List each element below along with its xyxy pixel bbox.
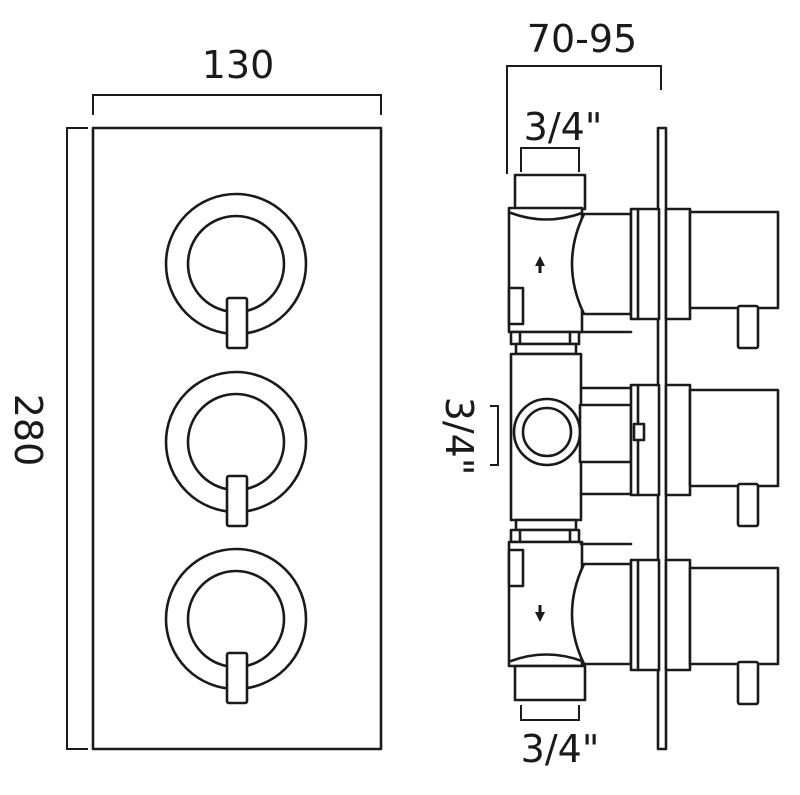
width-dimension: 130 bbox=[92, 43, 382, 115]
top-inlet-nut bbox=[513, 173, 587, 211]
bottom-port-label: 3/4" bbox=[521, 727, 600, 771]
depth-dimension: 70-95 bbox=[506, 17, 662, 174]
valve-body bbox=[507, 173, 587, 702]
bottom-port-dimension: 3/4" bbox=[520, 705, 600, 771]
handle-body-middle bbox=[688, 388, 780, 488]
top-port-dimension: 3/4" bbox=[520, 105, 603, 172]
handle-body-top bbox=[688, 210, 780, 310]
arrow-up-icon bbox=[535, 256, 545, 273]
handle-body-bottom bbox=[688, 566, 780, 666]
front-view: 130 280 bbox=[6, 43, 383, 751]
lower-side-tab bbox=[507, 548, 525, 588]
top-port-label: 3/4" bbox=[524, 105, 603, 149]
faceplate bbox=[91, 126, 383, 751]
control-knob-middle bbox=[164, 370, 308, 528]
control-knob-bottom bbox=[164, 547, 308, 705]
width-label: 130 bbox=[202, 43, 275, 87]
middle-port-dimension: 3/4" bbox=[437, 397, 499, 476]
side-view: 70-95 3/4" 3/4" 3/4" bbox=[437, 17, 780, 771]
arrow-down-icon bbox=[535, 605, 545, 622]
bottom-outlet-nut bbox=[513, 664, 587, 702]
lever-handle-bottom bbox=[225, 651, 249, 705]
height-dimension: 280 bbox=[6, 127, 88, 750]
cartridge-bottom bbox=[570, 558, 780, 706]
mounting-frame bbox=[579, 330, 633, 546]
upper-side-tab bbox=[507, 286, 525, 326]
lever-side-bottom bbox=[736, 660, 760, 706]
cartridge-top bbox=[570, 207, 780, 350]
height-label: 280 bbox=[6, 394, 50, 467]
lever-side-top bbox=[736, 304, 760, 350]
control-knob-top bbox=[164, 192, 308, 350]
lever-handle-middle bbox=[225, 474, 249, 528]
depth-label: 70-95 bbox=[527, 17, 637, 61]
middle-port-label: 3/4" bbox=[437, 397, 481, 476]
lever-side-middle bbox=[736, 482, 760, 528]
cartridge-middle bbox=[578, 383, 780, 528]
lever-handle-top bbox=[225, 296, 249, 350]
